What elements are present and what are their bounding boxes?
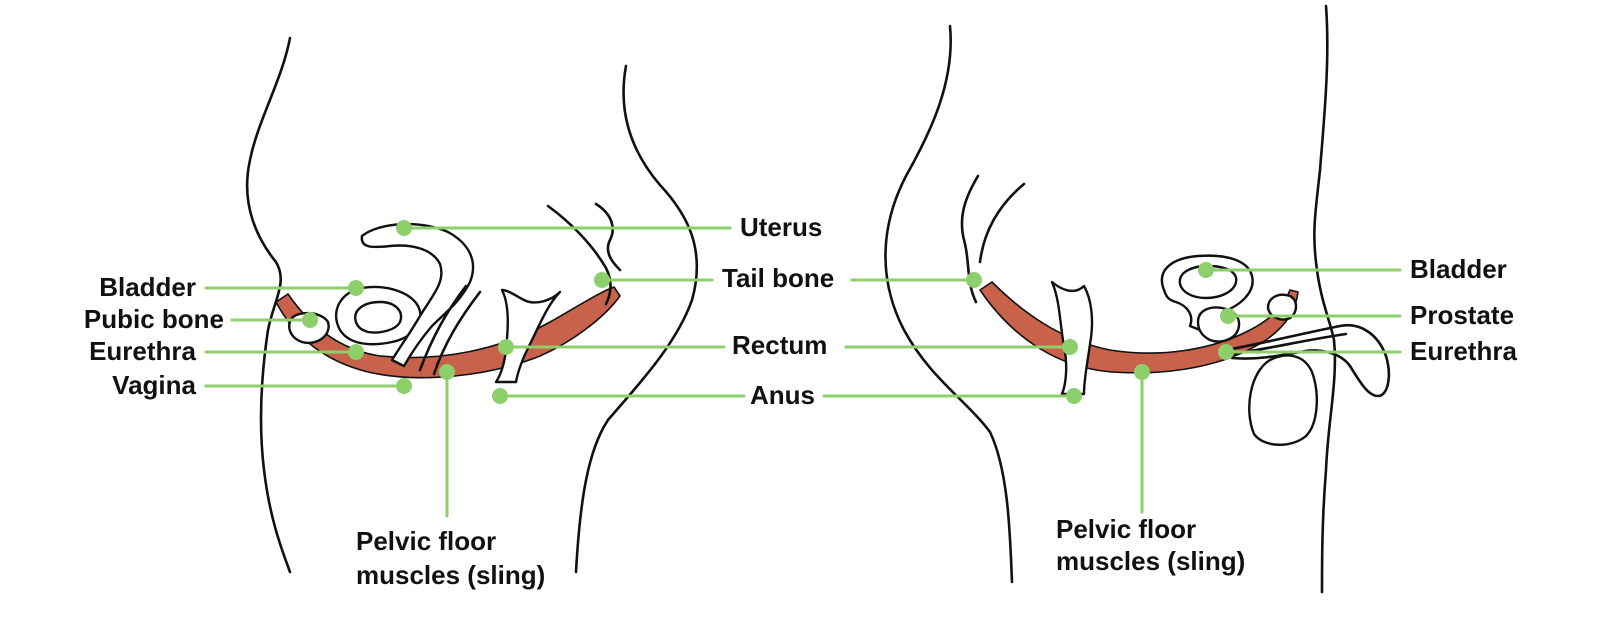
anchor-anus-female bbox=[492, 388, 508, 404]
anchor-anus-male bbox=[1066, 388, 1082, 404]
label-pelvic-floor-male-line2: muscles (sling) bbox=[1056, 546, 1245, 576]
male-scrotum bbox=[1248, 354, 1318, 446]
anchor-vagina bbox=[396, 378, 412, 394]
anchor-pelvic-floor-male bbox=[1134, 364, 1150, 380]
male-front-contour bbox=[1313, 4, 1337, 594]
female-uterus bbox=[360, 222, 475, 368]
male-seminal-vesicle bbox=[1266, 293, 1298, 321]
male-back-contour bbox=[884, 24, 1014, 584]
label-pelvic-floor-male-line1: Pelvic floor bbox=[1056, 514, 1196, 544]
anchor-rectum-male bbox=[1062, 339, 1078, 355]
anchor-pubic-bone bbox=[302, 312, 318, 328]
label-urethra-female: Eurethra bbox=[89, 336, 196, 366]
label-uterus: Uterus bbox=[740, 212, 822, 242]
label-urethra-male: Eurethra bbox=[1410, 336, 1517, 366]
anchor-pelvic-floor-female bbox=[439, 364, 455, 380]
label-tail-bone: Tail bone bbox=[722, 263, 834, 293]
female-figure bbox=[204, 36, 746, 574]
labels: Uterus Tail bone Rectum Anus Bladder Pub… bbox=[84, 212, 1518, 590]
label-vagina: Vagina bbox=[112, 370, 196, 400]
male-rectum bbox=[1050, 280, 1094, 396]
anchor-prostate bbox=[1220, 308, 1236, 324]
label-pubic-bone: Pubic bone bbox=[84, 304, 224, 334]
anchor-bladder-female bbox=[348, 280, 364, 296]
anchor-rectum-female bbox=[498, 339, 514, 355]
label-pelvic-floor-female-line1: Pelvic floor bbox=[356, 526, 496, 556]
label-prostate: Prostate bbox=[1410, 300, 1514, 330]
anchor-tail-bone-female bbox=[594, 272, 610, 288]
label-bladder-female: Bladder bbox=[99, 272, 196, 302]
female-front-contour bbox=[245, 36, 292, 574]
label-bladder-male: Bladder bbox=[1410, 254, 1507, 284]
anchor-urethra-female bbox=[348, 344, 364, 360]
anchor-urethra-male bbox=[1218, 344, 1234, 360]
male-leaders bbox=[822, 262, 1402, 514]
female-vagina-canal bbox=[418, 284, 482, 376]
male-figure bbox=[822, 4, 1402, 594]
female-tail-bone bbox=[546, 202, 622, 306]
label-pelvic-floor-female-line2: muscles (sling) bbox=[356, 560, 545, 590]
anchor-uterus bbox=[396, 220, 412, 236]
female-leaders bbox=[204, 220, 746, 518]
male-bladder-inner bbox=[1178, 264, 1238, 300]
female-bladder-inner bbox=[354, 300, 403, 334]
label-anus: Anus bbox=[750, 380, 815, 410]
anchor-bladder-male bbox=[1198, 262, 1214, 278]
label-rectum: Rectum bbox=[732, 330, 827, 360]
female-back-contour bbox=[574, 64, 699, 574]
anchor-tail-bone-male bbox=[966, 272, 982, 288]
